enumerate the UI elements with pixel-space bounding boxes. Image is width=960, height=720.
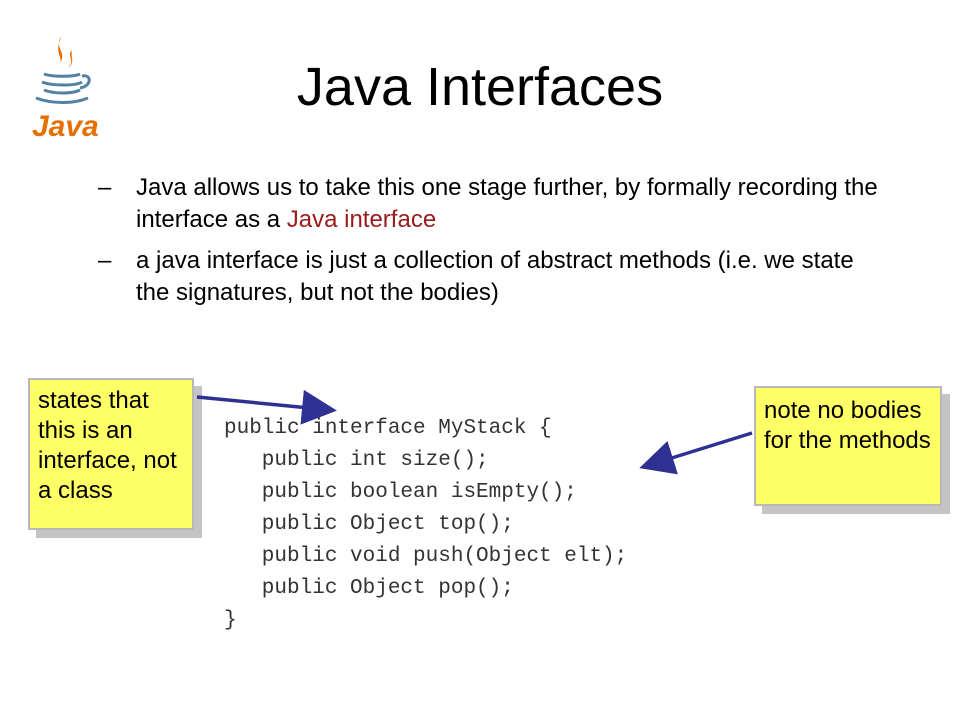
code-line: public interface MyStack { — [224, 417, 552, 440]
bullet-text: a java interface is just a collection of… — [136, 247, 854, 306]
steam-icon — [58, 36, 63, 66]
java-logo-text: Java — [32, 110, 99, 143]
code-line: public void push(Object elt); — [224, 545, 628, 568]
callout-interface-note: states that this is an interface, not a … — [28, 378, 194, 530]
java-logo-icon: Java — [32, 36, 99, 143]
code-line: public int size(); — [224, 449, 489, 472]
code-line: public boolean isEmpty(); — [224, 481, 577, 504]
arrow-to-interface-keyword — [196, 389, 337, 425]
bullet-highlight: Java interface — [286, 206, 437, 233]
code-line: public Object top(); — [224, 513, 514, 536]
bullet-item: – Java allows us to take this one stage … — [98, 172, 878, 236]
bullet-list: – Java allows us to take this one stage … — [98, 172, 878, 318]
arrow-to-method-signatures — [639, 431, 753, 475]
bullet-marker: – — [98, 247, 112, 274]
bullet-item: – a java interface is just a collection … — [98, 245, 878, 309]
callout-no-bodies-note: note no bodies for the methods — [754, 386, 942, 506]
code-line: public Object pop(); — [224, 577, 514, 600]
bullet-marker: – — [98, 174, 112, 201]
slide-title: Java Interfaces — [296, 57, 664, 117]
code-line: } — [224, 609, 237, 632]
bullet-text: Java allows us to take this one stage fu… — [136, 174, 878, 233]
code-block: public interface MyStack { public int si… — [224, 413, 627, 637]
